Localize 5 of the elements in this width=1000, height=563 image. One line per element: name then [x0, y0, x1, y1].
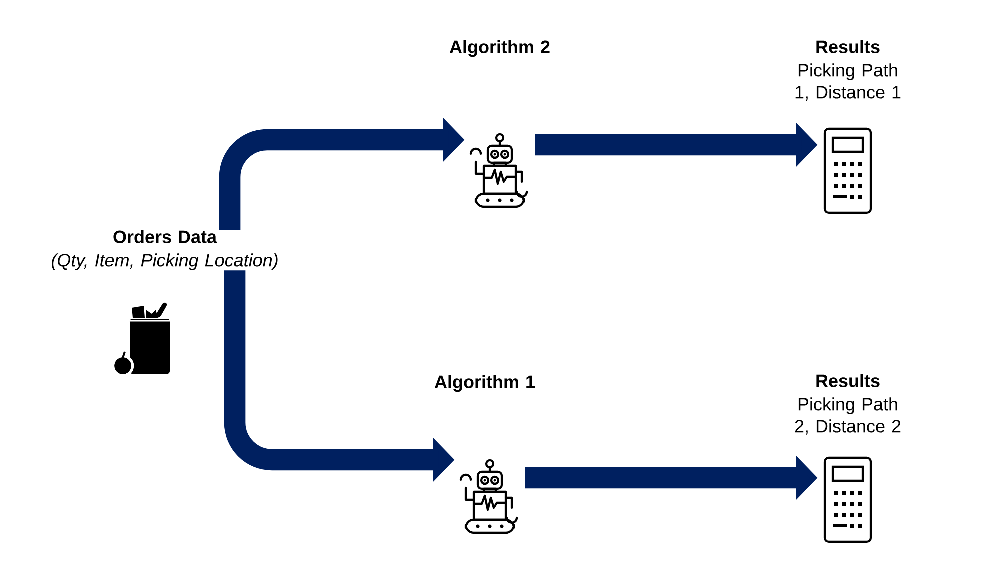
algorithm-label: Algorithm 1 — [434, 375, 535, 392]
results-label: Results Picking Path 2, Distance 2 — [795, 374, 901, 435]
data-heading: Orders Data (Qty, Item, Picking Location) — [52, 230, 278, 270]
algorithm-label: Algorithm 2 — [450, 40, 550, 58]
results-label: Results Picking Path 1, Distance 1 — [796, 40, 901, 101]
